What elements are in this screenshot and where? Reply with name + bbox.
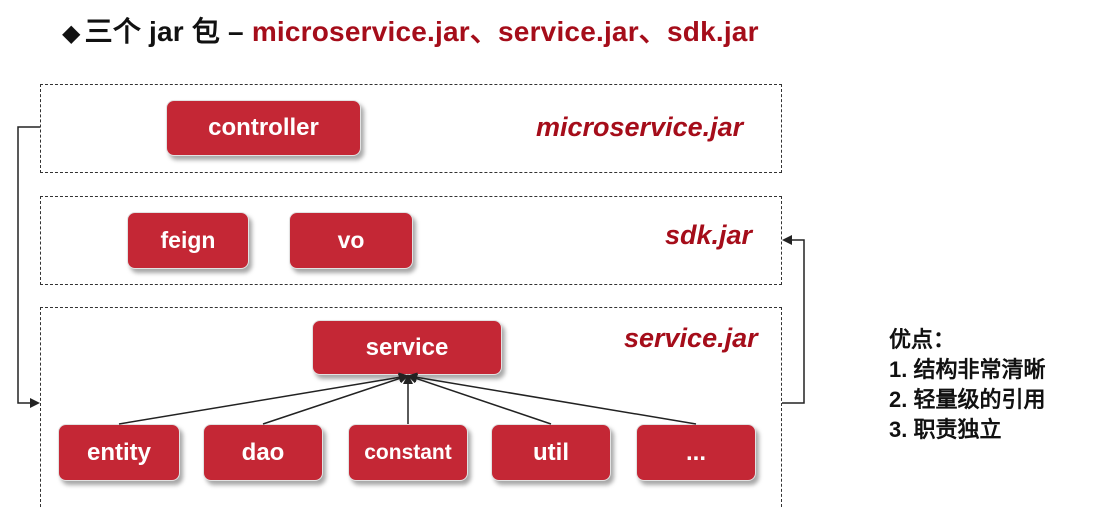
- arrow-dao-to-service: [262, 373, 409, 425]
- title-highlight: microservice.jar、service.jar、sdk.jar: [251, 16, 759, 47]
- arrow-ellipsis-to-service: [407, 372, 697, 425]
- microservice-jar-label: microservice.jar: [536, 112, 744, 142]
- sdk-jar-frame: [40, 196, 782, 285]
- feign-box: feign: [127, 212, 249, 269]
- microservice-jar-frame: [40, 84, 782, 173]
- arrow-entity-to-service: [118, 372, 409, 425]
- arrow-service-jar-to-sdk-jar: [782, 235, 805, 404]
- merits-panel: 优点： 1. 结构非常清晰 2. 轻量级的引用 3. 职责独立: [889, 325, 1045, 445]
- ellipsis-box: ...: [636, 424, 756, 481]
- vo-box: vo: [289, 212, 413, 269]
- util-box: util: [491, 424, 611, 481]
- diamond-bullet-icon: ◆: [62, 20, 81, 47]
- arrow-microservice-to-service-jar: [17, 126, 40, 408]
- merit-item-2: 2. 轻量级的引用: [889, 387, 1046, 412]
- entity-box: entity: [58, 424, 180, 481]
- title-prefix: 三个 jar 包 –: [84, 16, 252, 47]
- sdk-jar-label: sdk.jar: [665, 220, 753, 250]
- slide-title: ◆三个 jar 包 – microservice.jar、service.jar…: [62, 10, 759, 50]
- service-jar-frame: [40, 307, 782, 507]
- controller-box: controller: [166, 100, 361, 156]
- arrow-util-to-service: [407, 373, 552, 425]
- merit-item-3: 3. 职责独立: [889, 417, 1002, 442]
- merits-heading: 优点：: [889, 327, 956, 352]
- constant-box: constant: [348, 424, 468, 481]
- service-box: service: [312, 320, 502, 375]
- service-jar-label: service.jar: [624, 323, 758, 353]
- dao-box: dao: [203, 424, 323, 481]
- merit-item-1: 1. 结构非常清晰: [889, 357, 1046, 382]
